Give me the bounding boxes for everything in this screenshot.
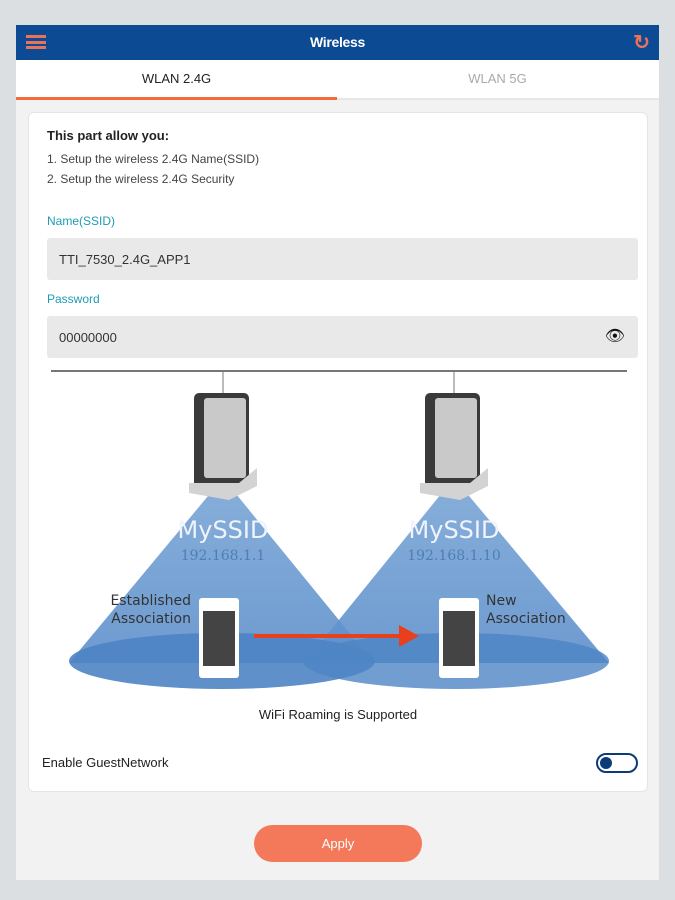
intro-item: 1. Setup the wireless 2.4G Name(SSID) xyxy=(47,152,260,166)
ap2-ssid: MySSID xyxy=(409,516,500,544)
header-bar: Wireless ↻ xyxy=(16,25,659,60)
right-label: New xyxy=(486,593,517,609)
settings-card: This part allow you: 1. Setup the wirele… xyxy=(28,112,648,792)
guest-network-label: Enable GuestNetwork xyxy=(42,755,169,770)
page-title: Wireless xyxy=(309,34,366,50)
ap1-ssid: MySSID xyxy=(178,516,269,544)
intro-item: 2. Setup the wireless 2.4G Security xyxy=(47,172,235,186)
password-label: Password xyxy=(47,292,100,306)
intro-title: This part allow you: xyxy=(47,128,170,143)
access-point-icon xyxy=(189,393,257,500)
tab-wlan-5g[interactable]: WLAN 5G xyxy=(468,71,527,86)
access-point-icon xyxy=(420,393,488,500)
apply-button[interactable]: Apply xyxy=(254,825,422,862)
coverage-cone xyxy=(304,478,609,663)
tab-wlan-24g[interactable]: WLAN 2.4G xyxy=(16,60,337,100)
arrow-head xyxy=(399,625,419,647)
ssid-label: Name(SSID) xyxy=(47,214,116,228)
refresh-icon[interactable]: ↻ xyxy=(633,32,650,54)
ssid-input[interactable] xyxy=(47,238,638,280)
left-label: Established xyxy=(110,593,191,609)
toggle-knob xyxy=(600,757,612,769)
guest-network-toggle[interactable] xyxy=(596,753,638,773)
roaming-diagram: MySSID 192.168.1.1 MySSID 192.168.1.10 E… xyxy=(51,370,627,689)
tab-bar: WLAN 2.4G WLAN 5G xyxy=(16,60,659,100)
ap1-ip: 192.168.1.1 xyxy=(181,548,266,564)
right-label: Association xyxy=(486,611,566,627)
phone-icon xyxy=(199,598,239,678)
diagram-caption: WiFi Roaming is Supported xyxy=(258,707,418,722)
app-window: Wireless ↻ WLAN 2.4G WLAN 5G This part a… xyxy=(16,25,659,880)
ap2-ip: 192.168.1.10 xyxy=(407,548,501,564)
password-input[interactable] xyxy=(47,316,638,358)
left-label: Association xyxy=(111,611,191,627)
eye-icon[interactable]: 👁 xyxy=(604,328,625,345)
hamburger-icon[interactable] xyxy=(26,35,46,49)
coverage-cone xyxy=(69,478,374,663)
phone-icon xyxy=(439,598,479,678)
